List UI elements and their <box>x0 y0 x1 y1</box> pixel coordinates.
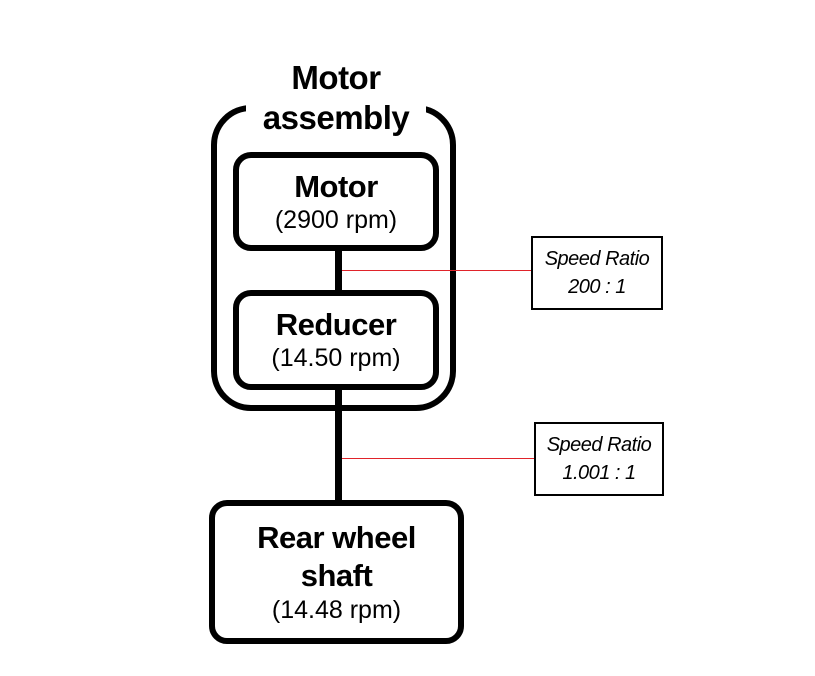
reducer-speed: (14.50 rpm) <box>271 344 401 372</box>
speed-ratio-callout-2: Speed Ratio 1.001 : 1 <box>534 422 664 496</box>
motor-name: Motor <box>294 168 378 204</box>
motor-speed: (2900 rpm) <box>274 205 398 234</box>
motor-assembly-title: Motor assembly <box>262 59 410 136</box>
reducer-name: Reducer <box>275 307 397 342</box>
motor-assembly-title-gap <box>246 96 426 116</box>
speed-ratio-leader-line-2 <box>342 458 535 459</box>
speed-ratio-label-2: Speed Ratio <box>546 434 652 456</box>
rear-wheel-shaft-block: Rear wheel shaft (14.48 rpm) <box>209 500 464 644</box>
rear-wheel-name-line2: shaft <box>300 558 373 593</box>
speed-ratio-label-1: Speed Ratio <box>544 248 650 270</box>
motor-block: Motor (2900 rpm) <box>233 152 439 251</box>
reducer-wheel-shaft <box>335 389 342 501</box>
reducer-block: Reducer (14.50 rpm) <box>233 290 439 390</box>
motor-reducer-shaft <box>335 250 342 291</box>
speed-ratio-value-1: 200 : 1 <box>568 276 626 298</box>
rear-wheel-speed: (14.48 rpm) <box>271 596 402 624</box>
rear-wheel-name-line1: Rear wheel <box>257 520 416 555</box>
speed-ratio-value-2: 1.001 : 1 <box>562 462 636 484</box>
speed-ratio-leader-line-1 <box>342 270 532 271</box>
speed-ratio-callout-1: Speed Ratio 200 : 1 <box>531 236 663 310</box>
